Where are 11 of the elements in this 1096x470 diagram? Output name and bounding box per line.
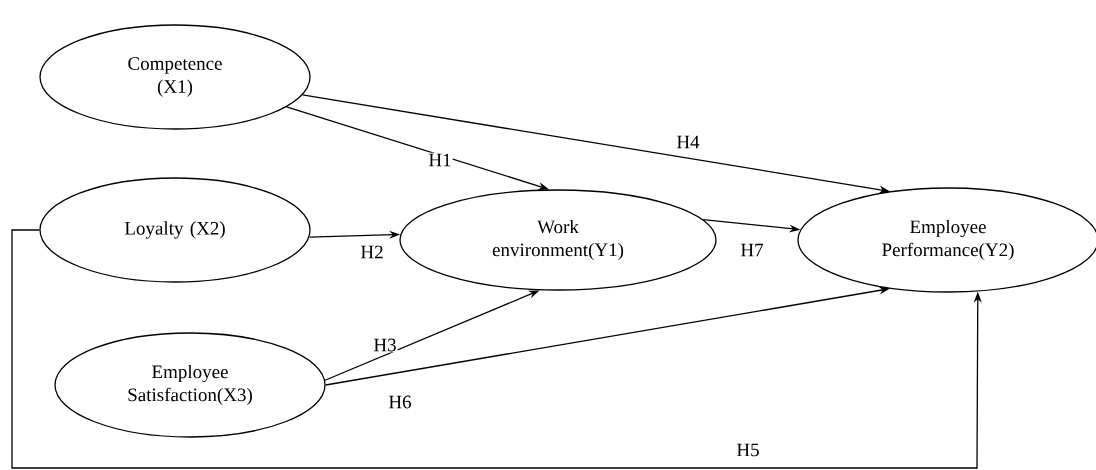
ellipse-node: Work environment(Y1) — [399, 189, 717, 291]
edge-label: H7 — [739, 242, 765, 258]
edge-label: H3 — [372, 337, 398, 353]
ellipse-node: Loyalty (X2) — [39, 177, 311, 283]
edge-label: H5 — [735, 442, 761, 458]
edge-label: H4 — [675, 134, 701, 150]
edge-label: H2 — [359, 244, 385, 260]
edge-label: H6 — [387, 394, 413, 410]
edge-label: H1 — [427, 152, 453, 168]
ellipse-node: Employee Satisfaction(X3) — [54, 332, 326, 438]
ellipse-node: Competence (X1) — [39, 24, 311, 130]
